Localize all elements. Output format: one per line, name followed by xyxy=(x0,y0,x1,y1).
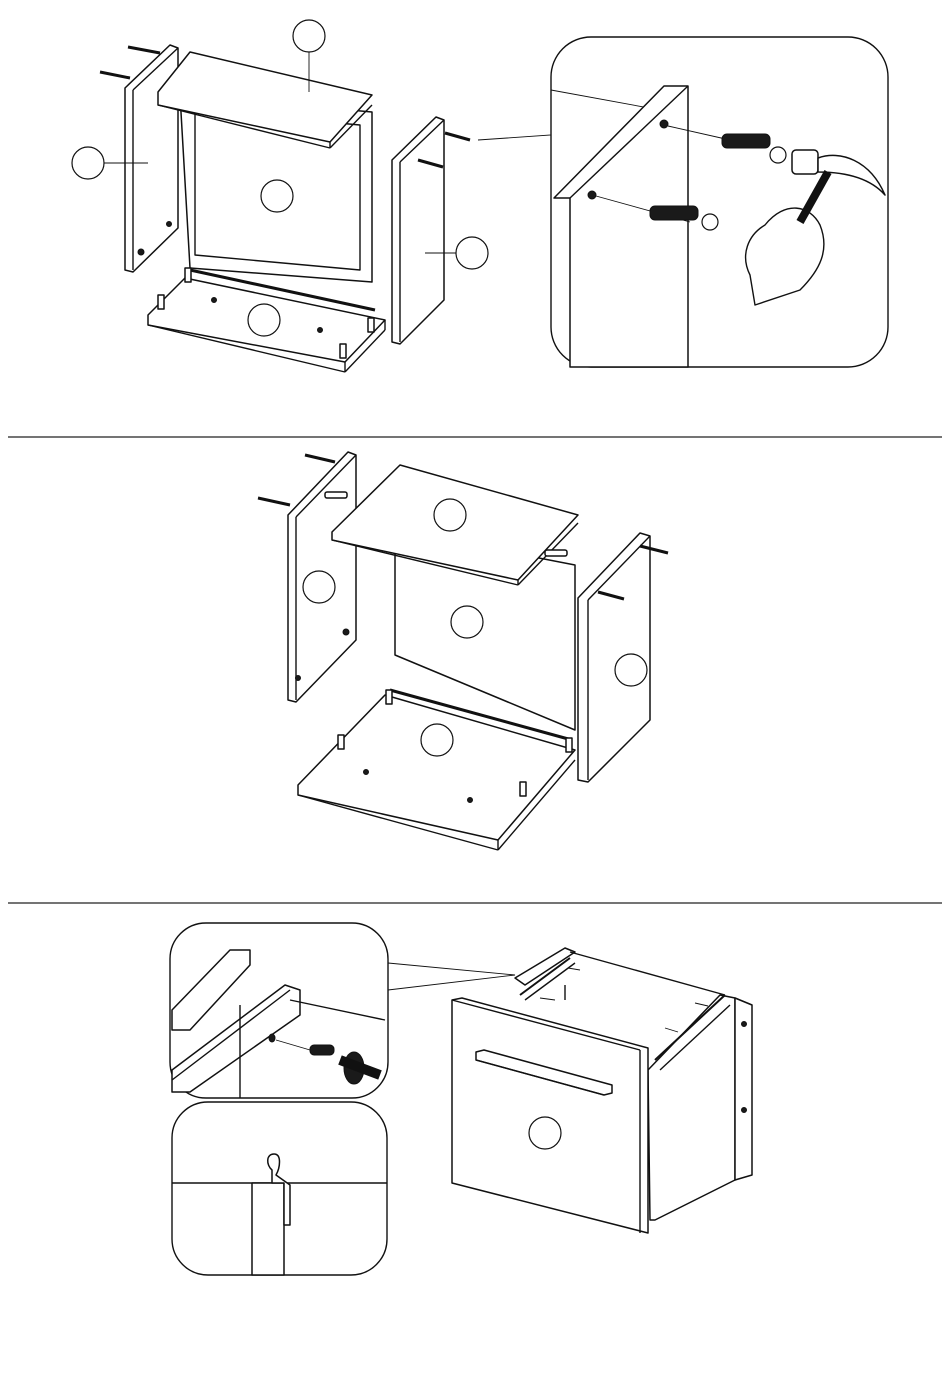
hammer-icon xyxy=(792,150,818,174)
step-1-detail-hammer xyxy=(478,37,888,367)
step-2-bottom-panel xyxy=(298,690,575,850)
step-1-right-panel xyxy=(392,117,444,344)
step-3-drawer-front xyxy=(452,998,648,1233)
step-3-detail-screwdriver xyxy=(170,923,388,1098)
step-3-detail-rail-hook xyxy=(172,1102,387,1275)
callout-connector xyxy=(388,963,515,990)
step-2-diagram xyxy=(258,452,668,850)
step-3-diagram xyxy=(170,923,752,1275)
step-1-diagram xyxy=(72,20,888,372)
hand-icon xyxy=(746,208,824,305)
